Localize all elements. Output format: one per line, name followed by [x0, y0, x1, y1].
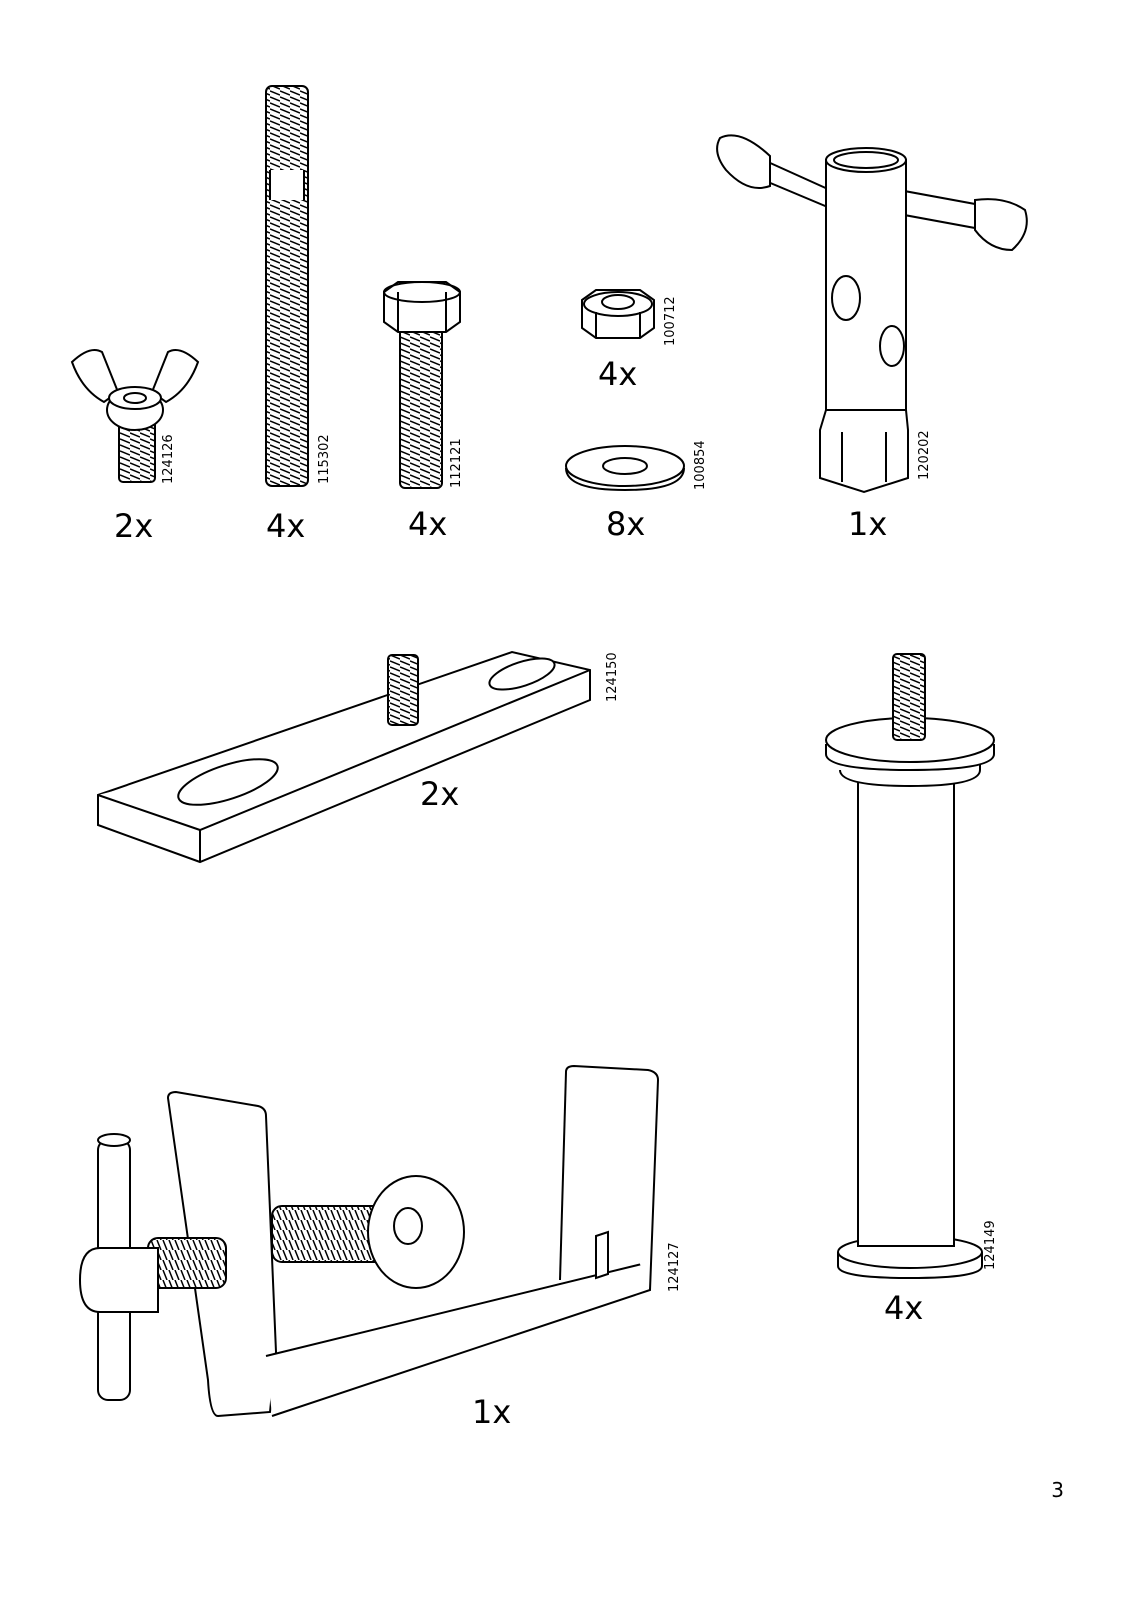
- hex-bolt-drawing: [384, 282, 460, 488]
- article-number-hex-nut: 100712: [663, 296, 678, 346]
- washer-drawing: [566, 446, 684, 490]
- clamp-drawing: [80, 1066, 658, 1416]
- quantity-hex-bolt: 4x: [408, 505, 448, 543]
- box-wrench-drawing: [717, 135, 1027, 492]
- article-number-clamp: 124127: [667, 1242, 682, 1292]
- article-number-leg: 124149: [983, 1220, 998, 1270]
- quantity-mounting-plate: 2x: [420, 775, 460, 813]
- threaded-rod-drawing: [266, 86, 308, 486]
- quantity-threaded-rod: 4x: [266, 507, 306, 545]
- quantity-hex-nut: 4x: [598, 355, 638, 393]
- quantity-leg: 4x: [884, 1289, 924, 1327]
- article-number-washer: 100854: [693, 440, 708, 490]
- wing-bolt-drawing: [72, 350, 198, 482]
- quantity-box-wrench: 1x: [848, 505, 888, 543]
- page-number: 3: [1051, 1478, 1064, 1502]
- article-number-box-wrench: 120202: [917, 430, 932, 480]
- quantity-wing-bolt: 2x: [114, 507, 154, 545]
- leg-drawing: [826, 654, 994, 1278]
- quantity-washer: 8x: [606, 505, 646, 543]
- article-number-hex-bolt: 112121: [449, 438, 464, 488]
- mounting-plate-drawing: [98, 652, 590, 862]
- article-number-mounting-plate: 124150: [605, 652, 620, 702]
- article-number-wing-bolt: 124126: [161, 434, 176, 484]
- hex-nut-drawing: [582, 290, 654, 338]
- quantity-clamp: 1x: [472, 1393, 512, 1431]
- article-number-threaded-rod: 115302: [317, 434, 332, 484]
